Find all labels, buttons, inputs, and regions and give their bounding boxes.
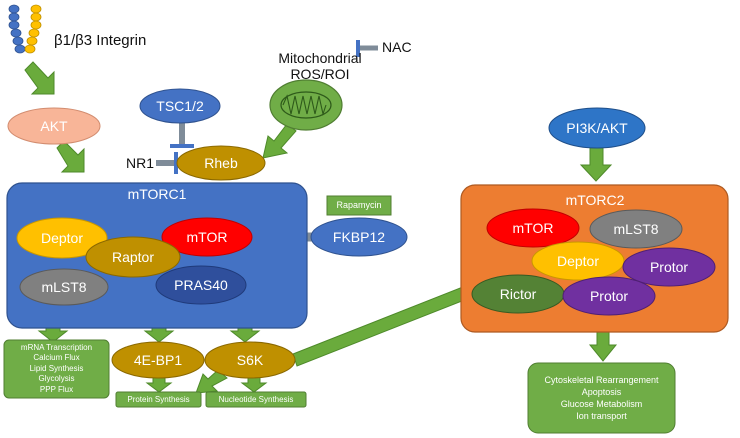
arrow-akt-to-mtorc1 [56, 140, 85, 173]
mtorc1-deptor [16, 217, 108, 259]
inhibitor-nr1-bar [174, 152, 178, 174]
arrow-pi3k-to-mtorc2 [579, 147, 613, 182]
nr1-label: NR1 [126, 155, 155, 171]
arrow-mtorc2-to-cytoskeletal [588, 329, 618, 362]
integrin-receptor-icon [8, 4, 42, 54]
inhibitor-tsc-bar [170, 144, 194, 148]
mtorc1-deptor-label: Deptor [40, 229, 84, 246]
tsc-node [139, 88, 221, 124]
transcription-item: Calcium Flux [33, 353, 80, 363]
transcription-item: PPP Flux [39, 384, 74, 394]
mitochondrial-label-1: Mitochondrial [278, 50, 362, 66]
akt-label: AKT [40, 117, 68, 134]
mtorc1-pras40-label: PRAS40 [174, 276, 228, 293]
mtorc2-mtor [486, 208, 580, 248]
arrow-mtorc1-to-s6k [229, 326, 261, 343]
mitochondrial-label-2: ROS/ROI [290, 66, 350, 82]
cytoskeletal-item: Ion transport [576, 411, 627, 422]
rheb-label: Rheb [204, 154, 238, 171]
ebp1-label: 4E-BP1 [133, 351, 183, 368]
s6k-node [204, 341, 296, 379]
arrow-mtorc1-to-4ebp1 [143, 326, 175, 343]
mtorc2-deptor [531, 241, 625, 281]
mtorc1-title: mTORC1 [127, 185, 187, 202]
mtorc2-mlst8 [589, 209, 683, 249]
mitochondrion-icon [269, 79, 343, 131]
mtorc1-raptor [85, 236, 181, 278]
mtorc1-mlst8-label: mLST8 [41, 278, 87, 295]
rapamycin-box [326, 195, 392, 216]
mtorc2-protor-1-label: Protor [649, 258, 689, 275]
mtorc2-title: mTORC2 [565, 191, 625, 208]
mtorc2-protor-2 [562, 276, 656, 316]
cytoskeletal-box [527, 362, 676, 434]
nucleotide-synthesis-label: Nucleotide Synthesis [218, 394, 294, 404]
pi3k-label: PI3K/AKT [566, 119, 628, 136]
transcription-item: Glycolysis [38, 374, 75, 384]
arrow-mito-to-rheb [262, 123, 297, 159]
inhibitor-nac-bar [356, 40, 360, 57]
integrin-label: β1/β3 Integrin [54, 32, 147, 49]
rapamycin-label: Rapamycin [336, 200, 382, 211]
nac-label: NAC [382, 39, 412, 55]
mtorc2-protor-2-label: Protor [589, 287, 629, 304]
mtorc2-rictor-label: Rictor [499, 285, 537, 302]
cytoskeletal-item: Apoptosis [581, 386, 622, 397]
mtorc2-deptor-label: Deptor [556, 252, 600, 269]
mtorc2-protor-1 [622, 247, 716, 287]
mtorc1-mtor [161, 217, 253, 257]
mtorc1-raptor-label: Raptor [111, 248, 155, 265]
protein-synthesis-label: Protein Synthesis [127, 394, 190, 404]
cytoskeletal-item: Cytoskeletal Rearrangement [544, 374, 659, 385]
fkbp12-node [310, 217, 408, 257]
akt-node [7, 107, 101, 145]
transcription-item: Lipid Synthesis [29, 363, 84, 373]
pi3k-node [548, 107, 646, 149]
transcription-item: mRNA Transcription [20, 343, 93, 353]
tsc-label: TSC1/2 [156, 97, 204, 114]
transcription-box [3, 339, 110, 399]
cytoskeletal-item: Glucose Metabolism [560, 399, 643, 409]
arrow-integrin-to-akt [24, 61, 55, 95]
ebp1-node [111, 341, 205, 379]
mtorc1-mlst8 [19, 268, 109, 306]
mtorc2-mlst8-label: mLST8 [613, 220, 659, 237]
transcription-list: mRNA Transcription Calcium Flux Lipid Sy… [4, 341, 109, 397]
nucleotide-synthesis-box [205, 391, 307, 408]
fkbp12-label: FKBP12 [332, 228, 386, 245]
protein-synthesis-box [115, 391, 202, 408]
rheb-node [176, 145, 266, 181]
s6k-label: S6K [236, 351, 264, 368]
mtorc2-mtor-label: mTOR [512, 219, 554, 236]
cytoskeletal-list: Cytoskeletal Rearrangement Apoptosis Glu… [528, 363, 675, 433]
mtorc1-mtor-label: mTOR [186, 228, 228, 245]
mtorc1-pras40 [155, 265, 247, 305]
